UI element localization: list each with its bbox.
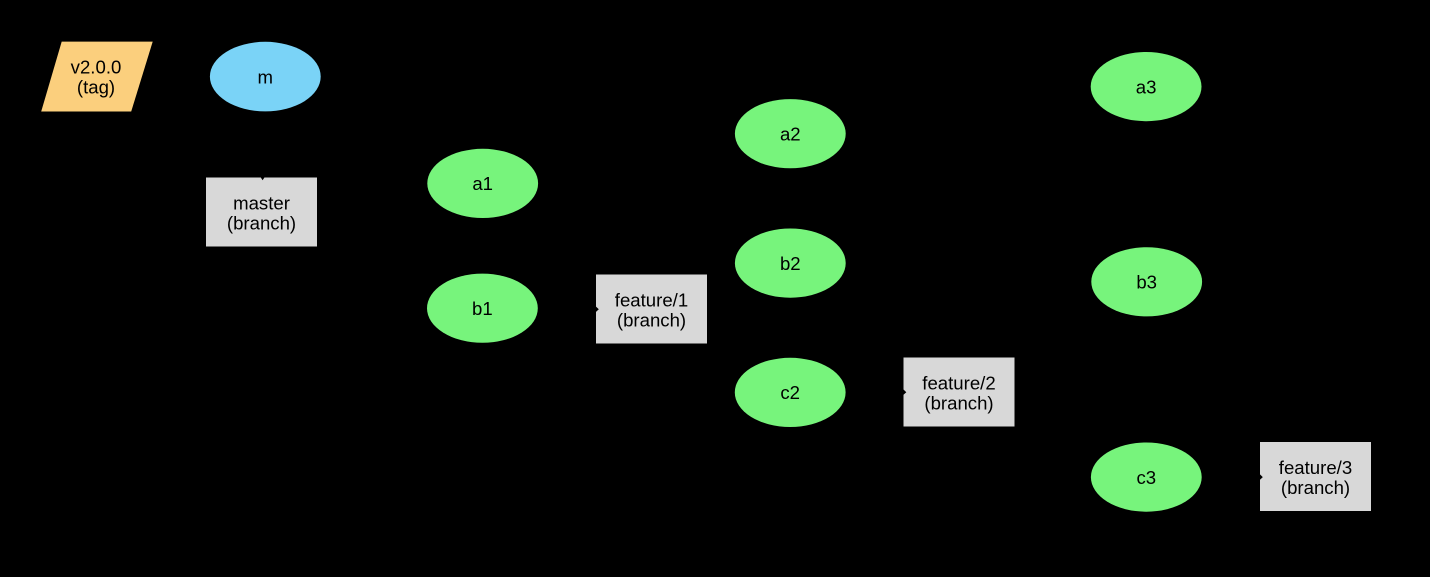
- svg-text:feature/3: feature/3: [1279, 457, 1352, 478]
- svg-text:(branch): (branch): [1281, 477, 1350, 498]
- svg-text:c3: c3: [1136, 467, 1156, 488]
- svg-text:(branch): (branch): [617, 310, 686, 331]
- svg-text:b1: b1: [472, 298, 493, 319]
- svg-text:(branch): (branch): [227, 213, 296, 234]
- svg-text:a3: a3: [1136, 76, 1157, 97]
- svg-text:a2: a2: [780, 124, 801, 145]
- svg-text:c2: c2: [780, 382, 800, 403]
- svg-text:b2: b2: [780, 253, 801, 274]
- svg-text:(tag): (tag): [77, 76, 115, 97]
- svg-text:b3: b3: [1136, 272, 1157, 293]
- svg-text:(branch): (branch): [924, 393, 993, 414]
- svg-text:a1: a1: [472, 173, 493, 194]
- svg-text:m: m: [258, 66, 274, 87]
- svg-text:master: master: [233, 193, 290, 214]
- svg-text:feature/2: feature/2: [922, 373, 995, 394]
- svg-text:feature/1: feature/1: [615, 290, 688, 311]
- svg-text:v2.0.0: v2.0.0: [71, 56, 122, 77]
